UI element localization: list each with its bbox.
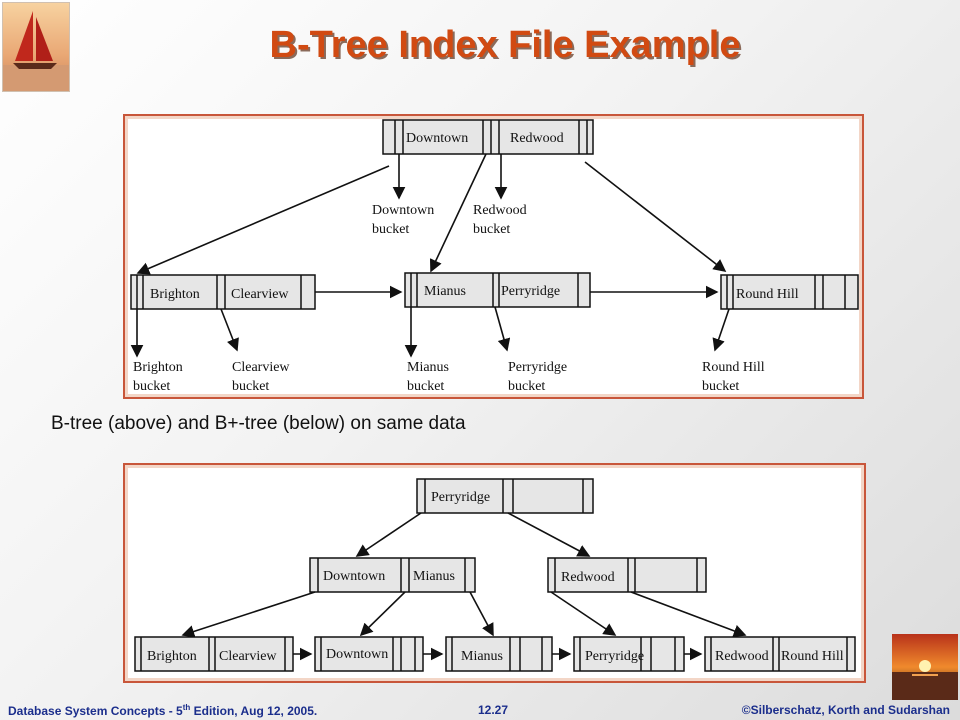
bucket-label: Round Hill [702, 360, 765, 375]
diagram-caption: B-tree (above) and B+-tree (below) on sa… [51, 413, 466, 434]
sunset-logo [892, 634, 958, 700]
footer-copyright: ©Silberschatz, Korth and Sudarshan [741, 703, 950, 717]
bucket-label: Mianus [407, 360, 449, 375]
btree-root-key: Downtown [406, 131, 468, 146]
bplus-leaf-key: Brighton [147, 649, 197, 664]
bplus-leaf-node [704, 636, 856, 672]
bucket-label: bucket [473, 222, 510, 237]
bplus-leaf-key: Clearview [219, 649, 277, 664]
bplus-leaf-key: Mianus [461, 649, 503, 664]
bplus-leaf-node [134, 636, 294, 672]
footer-book-info: Database System Concepts - 5th Edition, … [8, 703, 318, 718]
bplus-root-key: Perryridge [431, 490, 490, 505]
bplus-internal-key: Redwood [561, 570, 615, 585]
bplus-root-node [416, 478, 594, 514]
bucket-label: bucket [232, 379, 269, 394]
bplus-leaf-node [573, 636, 685, 672]
btree-leaf-key: Clearview [231, 287, 289, 302]
bucket-label: bucket [372, 222, 409, 237]
slide-title: B-Tree Index File Example [269, 24, 741, 66]
bplus-internal-key: Downtown [323, 569, 385, 584]
btree-leaf-node [404, 272, 591, 308]
btree-leaf-node [130, 274, 316, 310]
btree-root-node [382, 119, 594, 155]
bucket-label: Redwood [473, 203, 527, 218]
btree-leaf-node [720, 274, 859, 310]
bplus-internal-key: Mianus [413, 569, 455, 584]
btree-leaf-key: Brighton [150, 287, 200, 302]
btree-leaf-key: Round Hill [736, 287, 799, 302]
bucket-label: bucket [702, 379, 739, 394]
btree-leaf-key: Mianus [424, 284, 466, 299]
bucket-label: bucket [407, 379, 444, 394]
bplus-leaf-key: Round Hill [781, 649, 844, 664]
bplustree-diagram-panel: Perryridge Downtown Mianus Redwood Brigh… [123, 463, 866, 683]
bplus-leaf-key: Downtown [326, 647, 388, 662]
bucket-label: Brighton [133, 360, 183, 375]
bucket-label: Perryridge [508, 360, 567, 375]
slide-footer: Database System Concepts - 5th Edition, … [0, 700, 960, 720]
btree-leaf-key: Perryridge [501, 284, 560, 299]
bplus-leaf-key: Redwood [715, 649, 769, 664]
sailboat-logo [2, 2, 70, 92]
btree-root-key: Redwood [510, 131, 564, 146]
bucket-label: Clearview [232, 360, 290, 375]
bplus-leaf-key: Perryridge [585, 649, 644, 664]
bucket-label: bucket [508, 379, 545, 394]
bucket-label: bucket [133, 379, 170, 394]
bplus-internal-node [547, 557, 707, 593]
footer-page-number: 12.27 [478, 703, 509, 717]
bplus-internal-node [309, 557, 476, 593]
btree-diagram-panel: Downtown Redwood Brighton Clearview Mian… [123, 114, 864, 399]
bucket-label: Downtown [372, 203, 434, 218]
